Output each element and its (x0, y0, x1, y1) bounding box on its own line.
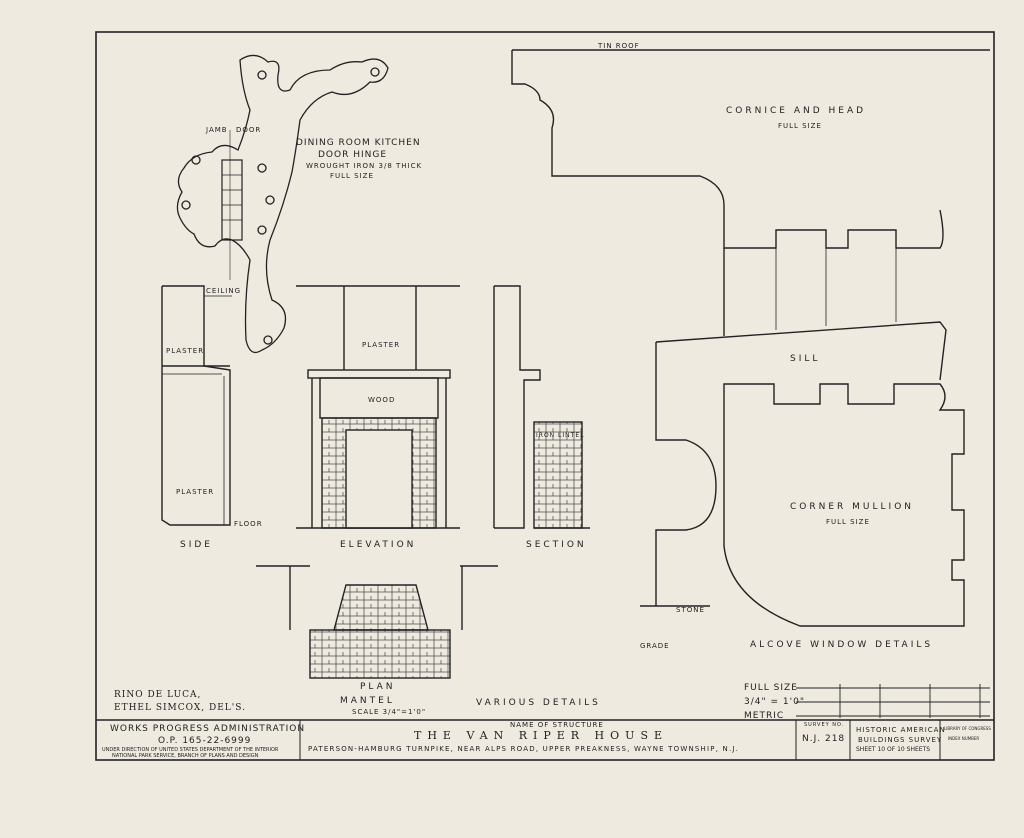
jamb-label: JAMB (206, 126, 228, 134)
various-details-caption: VARIOUS DETAILS (476, 698, 601, 708)
structure-location: PATERSON-HAMBURG TURNPIKE, NEAR ALPS ROA… (308, 745, 740, 753)
hinge-title: DINING ROOM KITCHEN (296, 138, 421, 148)
wpa-label: WORKS PROGRESS ADMINISTRATION (110, 724, 306, 734)
mantel-caption: MANTEL (340, 696, 395, 706)
corner-mullion-title: CORNER MULLION (790, 502, 915, 512)
op-number: O.P. 165-22-6999 (158, 736, 252, 746)
door-hinge-drawing (176, 54, 389, 354)
door-label: DOOR (236, 126, 262, 134)
survey-number: N.J. 218 (802, 734, 846, 744)
structure-name: THE VAN RIPER HOUSE (414, 729, 669, 742)
mantel-plan-drawing (256, 565, 498, 679)
mantel-elevation-drawing (296, 285, 460, 529)
elevation-plaster-label: PLASTER (362, 341, 401, 349)
habs-line-2: BUILDINGS SURVEY (858, 736, 943, 744)
iron-lintel-label: IRON LINTEL (536, 432, 585, 439)
scale-full-size: FULL SIZE (744, 683, 798, 693)
cornice-profile-drawing (511, 49, 990, 381)
corner-mullion-drawing (640, 342, 965, 627)
mantel-scale: SCALE 3/4"=1'0" (352, 708, 427, 716)
delineator-2: ETHEL SIMCOX, DEL'S. (114, 703, 246, 713)
sheet-number: SHEET 10 OF 10 SHEETS (856, 746, 931, 753)
scale-metric: METRIC (744, 711, 785, 721)
corner-mullion-scale: FULL SIZE (826, 518, 870, 526)
mantel-section-drawing (493, 285, 590, 529)
scale-three-quarter: 3/4" = 1'0" (744, 697, 805, 707)
side-view-drawing (161, 285, 232, 526)
habs-line-1: HISTORIC AMERICAN (856, 726, 946, 734)
tin-roof-label: TIN ROOF (598, 42, 640, 50)
wood-label: WOOD (368, 396, 396, 404)
delineator-1: RINO DE LUCA, (114, 690, 202, 700)
survey-no-label: SURVEY NO. (804, 722, 845, 728)
ceiling-label: CEILING (206, 287, 241, 295)
side-caption: SIDE (180, 540, 213, 550)
cornice-scale: FULL SIZE (778, 122, 822, 130)
loc-label-1: LIBRARY OF CONGRESS (944, 726, 991, 731)
hinge-scale: FULL SIZE (330, 172, 374, 180)
plan-caption: PLAN (360, 682, 396, 692)
name-of-structure-label: NAME OF STRUCTURE (510, 721, 604, 729)
plaster-lower-label: PLASTER (176, 488, 215, 496)
under-direction-1: UNDER DIRECTION OF UNITED STATES DEPARTM… (102, 747, 279, 753)
cornice-title: CORNICE AND HEAD (726, 106, 867, 116)
hinge-subtitle: DOOR HINGE (318, 150, 388, 160)
plaster-upper-label: PLASTER (166, 347, 205, 355)
elevation-caption: ELEVATION (340, 540, 417, 550)
grade-label: GRADE (640, 642, 670, 650)
under-direction-2: NATIONAL PARK SERVICE, BRANCH OF PLANS A… (112, 753, 259, 759)
scale-bars (796, 684, 990, 718)
sheet-border (95, 31, 995, 761)
section-caption: SECTION (526, 540, 587, 550)
alcove-caption: ALCOVE WINDOW DETAILS (750, 640, 934, 650)
loc-label-2: INDEX NUMBER (948, 736, 980, 741)
stone-label: STONE (676, 606, 705, 614)
hinge-material: WROUGHT IRON 3/8 THICK (306, 162, 423, 170)
sill-label: SILL (790, 354, 821, 364)
floor-label: FLOOR (234, 520, 263, 528)
